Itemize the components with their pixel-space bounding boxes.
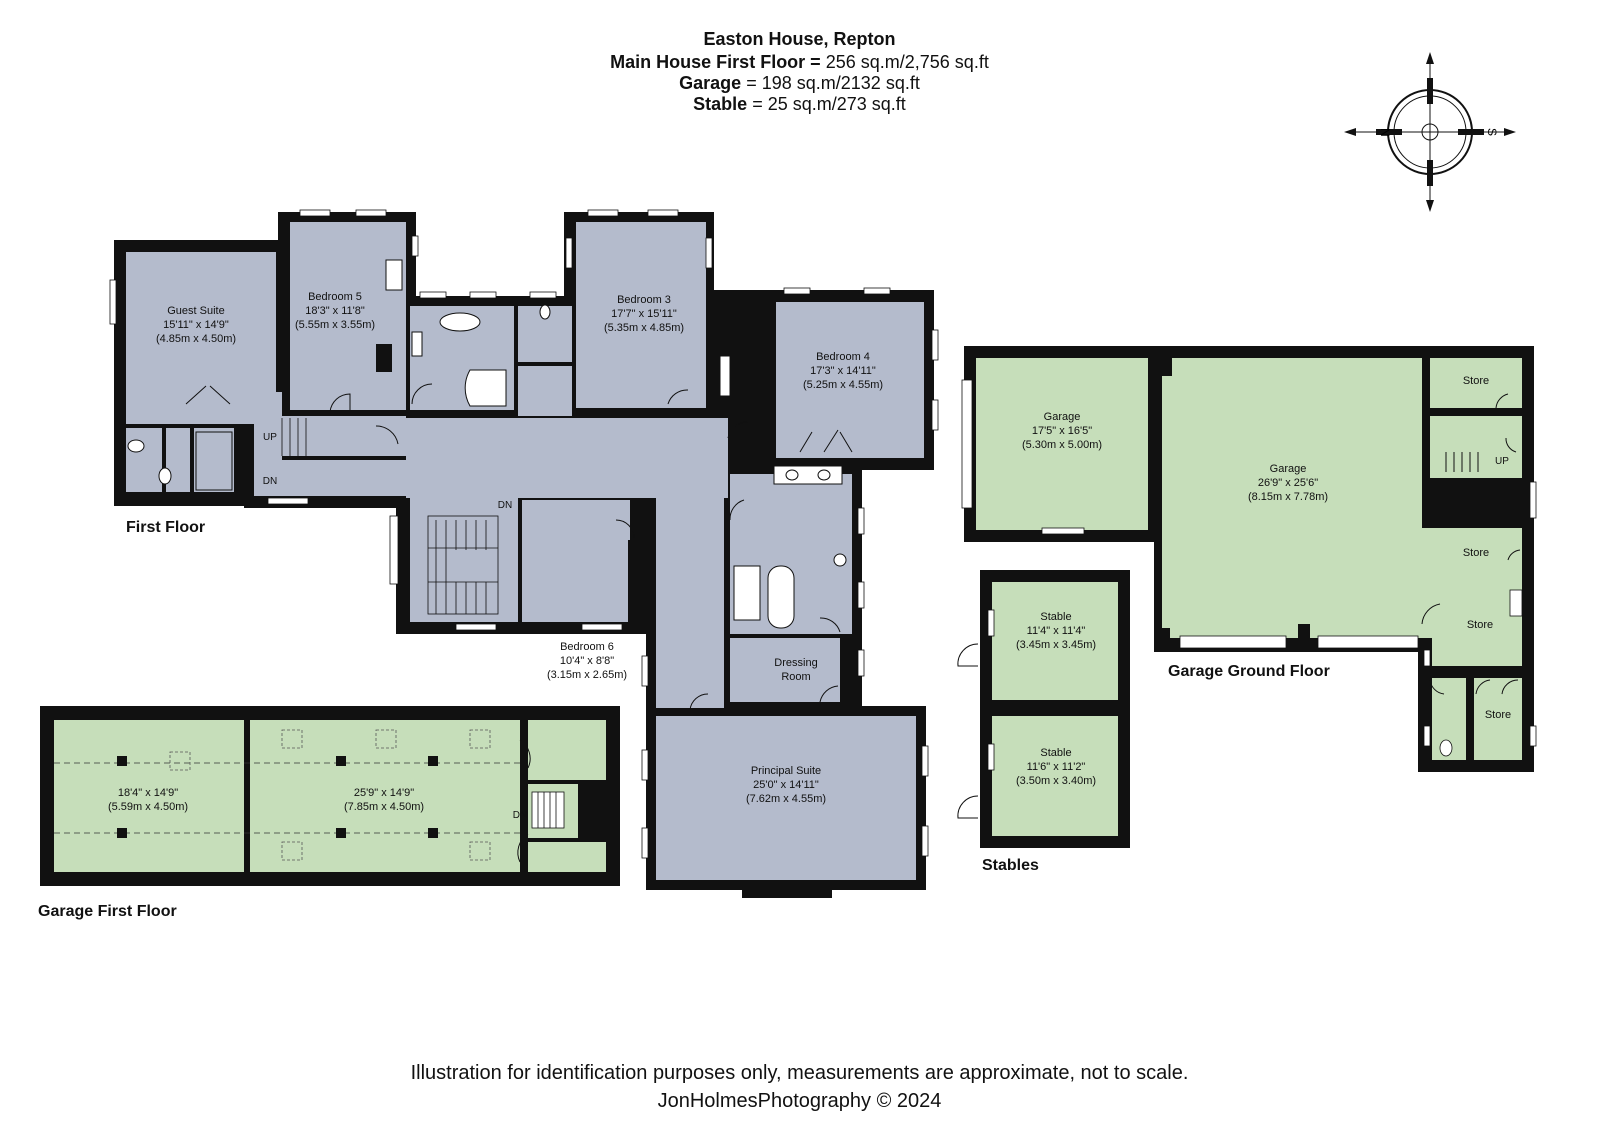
store-4: [1474, 678, 1522, 760]
loft1-metric: (5.59m x 4.50m): [108, 801, 188, 813]
credit: JonHolmesPhotography © 2024: [657, 1090, 942, 1112]
store-2: [1430, 536, 1522, 576]
stable1-metric: (3.45m x 3.45m): [1016, 639, 1096, 651]
garage2-metric: (8.15m x 7.78m): [1248, 491, 1328, 503]
principal-metric: (7.62m x 4.55m): [746, 793, 826, 805]
stable1-imperial: 11'4" x 11'4": [1027, 625, 1086, 637]
disclaimer: Illustration for identification purposes…: [410, 1062, 1189, 1084]
principal-imperial: 25'0" x 14'11": [753, 779, 819, 791]
toilet-icon: [1439, 739, 1453, 757]
corridor: [656, 498, 724, 708]
up-marker: UP: [263, 432, 277, 443]
loft1-room: [54, 720, 244, 872]
compass-icon: N S: [1344, 52, 1516, 212]
toilet-icon: [539, 304, 551, 320]
garage-first-floor: 18'4" x 14'9" (5.59m x 4.50m) 25'9" x 14…: [38, 706, 620, 920]
bathtub-icon: [439, 312, 481, 332]
toilet-icon: [833, 553, 847, 567]
garage1-name: Garage: [1044, 411, 1081, 423]
store-3-label: Store: [1467, 619, 1493, 631]
stable2-metric: (3.50m x 3.40m): [1016, 775, 1096, 787]
garage-first-label: Garage First Floor: [38, 903, 177, 920]
bedroom4-imperial: 17'3" x 14'11": [810, 365, 876, 377]
guest-suite-imperial: 15'11" x 14'9": [163, 319, 229, 331]
principal-name: Principal Suite: [751, 765, 821, 777]
dressing-room: [730, 638, 840, 702]
garage2-room: [1170, 358, 1422, 638]
bedroom5-room: [290, 222, 406, 410]
plan-title: Easton House, Repton: [0, 28, 1599, 50]
dn-marker: DN: [513, 810, 527, 821]
stable2-imperial: 11'6" x 11'2": [1027, 761, 1086, 773]
shower-icon: [464, 369, 507, 407]
bedroom6-name: Bedroom 6: [560, 641, 614, 653]
loft2-imperial: 25'9" x 14'9": [354, 787, 414, 799]
shower-icon: [733, 565, 761, 621]
store-1: [1430, 358, 1522, 408]
bedroom5-metric: (5.55m x 3.55m): [295, 319, 375, 331]
store-2-label: Store: [1463, 547, 1489, 559]
loft2-metric: (7.85m x 4.50m): [344, 801, 424, 813]
bedroom5-imperial: 18'3" x 11'8": [305, 305, 365, 317]
bedroom3-metric: (5.35m x 4.85m): [604, 322, 684, 334]
landing: [406, 418, 728, 498]
main-house: Guest Suite 15'11" x 14'9" (4.85m x 4.50…: [109, 209, 939, 898]
loft1-imperial: 18'4" x 14'9": [118, 787, 178, 799]
bedroom4-metric: (5.25m x 4.55m): [803, 379, 883, 391]
bedroom3-imperial: 17'7" x 15'11": [611, 308, 677, 320]
garage-ground-floor: Garage 17'5" x 16'5" (5.30m x 5.00m) Gar…: [961, 346, 1537, 772]
stable-area: Stable = 25 sq.m/273 sq.ft: [0, 93, 1599, 115]
main-house-label: Main House First Floor =: [610, 52, 821, 72]
up-marker: UP: [1495, 456, 1509, 467]
garage1-metric: (5.30m x 5.00m): [1022, 439, 1102, 451]
garage-area-label: Garage: [679, 73, 742, 93]
stables-label: Stables: [982, 857, 1039, 874]
garage2-imperial: 26'9" x 25'6": [1258, 477, 1318, 489]
stables: Stable 11'4" x 11'4" (3.45m x 3.45m) Sta…: [957, 570, 1130, 874]
staircase: [410, 498, 518, 622]
stair-store: [1430, 416, 1522, 478]
dressing-line2: Room: [781, 671, 810, 683]
bedroom6-metric: (3.15m x 2.65m): [547, 669, 627, 681]
garage-area-value: = 198 sq.m/2132 sq.ft: [746, 73, 920, 93]
guest-suite-metric: (4.85m x 4.50m): [156, 333, 236, 345]
bedroom5-name: Bedroom 5: [308, 291, 362, 303]
garage1-room: [976, 358, 1148, 530]
store-1-label: Store: [1463, 375, 1489, 387]
stable-area-label: Stable: [693, 94, 748, 114]
bathtub-icon: [767, 565, 795, 629]
garage-area: Garage = 198 sq.m/2132 sq.ft: [0, 72, 1599, 94]
bedroom3-room: [576, 222, 706, 408]
main-house-area: Main House First Floor = 256 sq.m/2,756 …: [0, 51, 1599, 73]
bedroom4-room: [776, 302, 924, 458]
stable-area-value: = 25 sq.m/273 sq.ft: [752, 94, 906, 114]
bedroom3-name: Bedroom 3: [617, 294, 671, 306]
stable1-name: Stable: [1040, 611, 1071, 623]
dressing-line1: Dressing: [774, 657, 817, 669]
loft2-room: [250, 720, 520, 872]
dn-marker: DN: [263, 476, 277, 487]
principal-suite-room: [656, 716, 916, 880]
store-4-label: Store: [1485, 709, 1511, 721]
garage-ground-label: Garage Ground Floor: [1168, 663, 1330, 680]
compass-north: N: [1378, 128, 1392, 137]
stable2-room: [992, 716, 1118, 836]
garage1-imperial: 17'5" x 16'5": [1032, 425, 1092, 437]
store-3: [1432, 584, 1522, 666]
stable1-room: [992, 582, 1118, 700]
dn-marker-stair: DN: [498, 500, 512, 511]
bedroom4-name: Bedroom 4: [816, 351, 870, 363]
compass-south: S: [1485, 128, 1499, 136]
bedroom6-room: [522, 500, 630, 622]
main-house-value: 256 sq.m/2,756 sq.ft: [825, 52, 989, 72]
bedroom6-imperial: 10'4" x 8'8": [560, 655, 614, 667]
guest-suite-room: [126, 252, 276, 424]
guest-suite-name: Guest Suite: [167, 305, 224, 317]
garage2-name: Garage: [1270, 463, 1307, 475]
title-text: Easton House, Repton: [703, 29, 896, 49]
stable2-name: Stable: [1040, 747, 1071, 759]
first-floor-label: First Floor: [126, 519, 205, 536]
